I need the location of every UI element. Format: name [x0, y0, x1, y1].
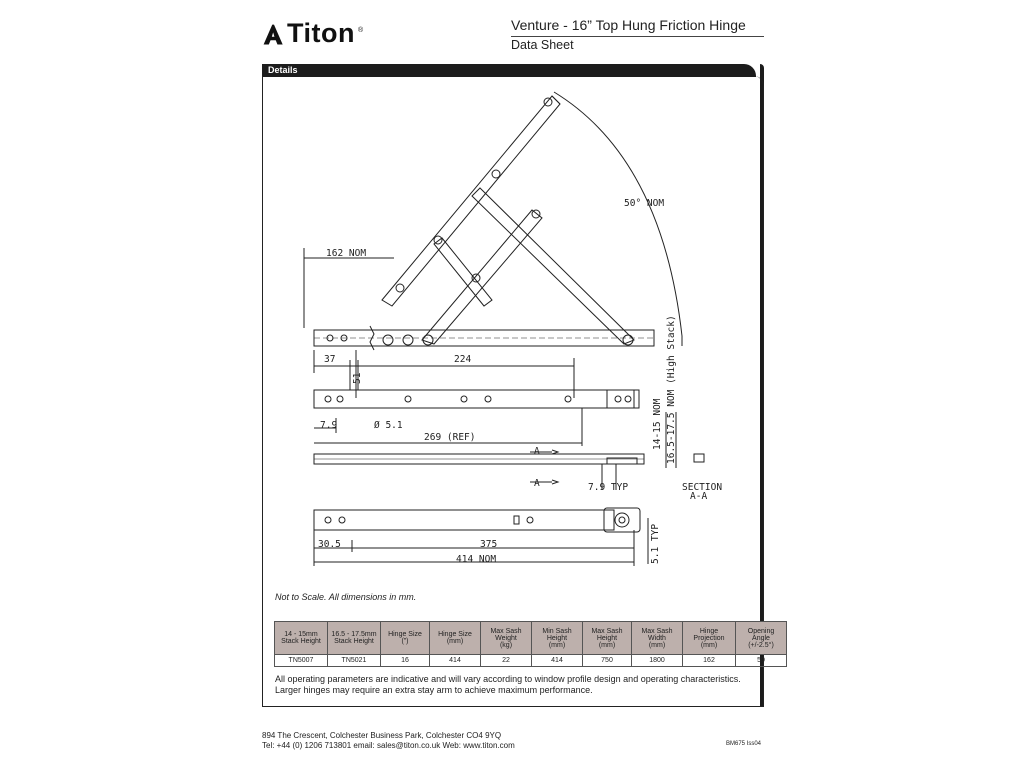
spec-table-cell: 1800	[631, 654, 683, 667]
title-rule	[511, 36, 764, 37]
footer-contact: Tel: +44 (0) 1206 713801 email: sales@ti…	[262, 741, 515, 750]
side-view-track	[313, 389, 635, 409]
registered-mark: ®	[358, 27, 364, 34]
spec-header-line: (mm)	[446, 638, 464, 645]
footer-address-block: 894 The Crescent, Colchester Business Pa…	[262, 731, 515, 751]
spec-table-cell: TN5021	[327, 654, 381, 667]
dim-269-ref: 269 (REF)	[424, 432, 475, 443]
spec-header-line: Opening	[747, 627, 775, 635]
document-reference: BM675 Iss04	[726, 741, 762, 747]
spec-header-line: (mm)	[648, 641, 666, 649]
hinge-technical-drawing: 162 NOM 50° NOM 37 224 51 7.9 Ø 5.1 269 …	[303, 91, 722, 566]
spec-table-cell: 16	[380, 654, 430, 667]
spec-header-line: (mm)	[598, 641, 616, 649]
spec-header-line: Stack Height	[281, 638, 321, 645]
titon-logo-icon	[263, 24, 283, 45]
spec-table-cell: 750	[582, 654, 632, 667]
footer-address: 894 The Crescent, Colchester Business Pa…	[262, 731, 502, 740]
spec-header-line: (kg)	[499, 641, 513, 649]
spec-header-line: Hinge Size	[438, 631, 472, 638]
spec-header-line: Max Sash	[490, 627, 522, 635]
dim-5-1-typ: 5.1 TYP	[650, 524, 661, 564]
bottom-view-track	[313, 509, 615, 531]
spec-header-line: Max Sash	[591, 627, 623, 635]
spec-header-cell: Hinge Size(”)	[380, 621, 430, 655]
spec-header-line: Angle	[752, 634, 770, 642]
spec-header-line: 16.5 - 17.5mm	[331, 631, 377, 638]
spec-table-cell: 22	[480, 654, 532, 667]
spec-header-line: Height	[546, 634, 568, 642]
spec-header-line: (+/-2.5°)	[748, 641, 774, 649]
dim-stack-high: 16.5-17.5 NOM (High Stack)	[666, 315, 677, 464]
details-section-bar	[262, 64, 756, 77]
section-marker-a-top: A	[534, 446, 540, 457]
dim-7-9-typ: 7.9 TYP	[588, 482, 628, 493]
details-section-label: Details	[268, 65, 298, 75]
dim-7-9: 7.9	[320, 420, 337, 431]
dim-30-5: 30.5	[318, 539, 341, 550]
spec-header-line: Weight	[495, 634, 517, 642]
scale-note: Not to Scale. All dimensions in mm.	[275, 592, 417, 602]
section-label: SECTION	[682, 482, 722, 493]
support-arm	[471, 187, 635, 345]
spec-header-line: Hinge Size	[388, 631, 422, 638]
spec-table-cell: 162	[682, 654, 736, 667]
section-marker-a-bottom: A	[534, 478, 540, 489]
spec-header-line: Max Sash	[641, 627, 673, 635]
spec-header-line: Stack Height	[334, 638, 374, 645]
dim-stack-standard: 14-15 NOM	[652, 398, 663, 450]
dim-37: 37	[324, 354, 335, 365]
document-subtitle: Data Sheet	[511, 38, 574, 52]
details-frame	[262, 76, 764, 707]
dim-414-nom: 414 NOM	[456, 554, 496, 565]
frame-right-edge	[760, 64, 764, 706]
dim-375: 375	[480, 539, 497, 550]
spec-header-line: Height	[596, 634, 618, 642]
spec-header-cell: Hinge Size(mm)	[429, 621, 481, 655]
brand-name: Titon	[287, 18, 355, 48]
spec-header-line: Width	[648, 634, 666, 642]
document-title: Venture - 16” Top Hung Friction Hinge	[511, 17, 746, 33]
spec-header-line: Hinge	[699, 627, 719, 635]
stay-arm	[421, 209, 543, 345]
disclaimer-text: All operating parameters are indicative …	[275, 674, 741, 695]
spec-header-line: (”)	[401, 638, 409, 645]
dim-angle: 50° NOM	[624, 198, 664, 209]
dim-dia-5-1: Ø 5.1	[374, 420, 403, 431]
spec-table-cell: 414	[531, 654, 583, 667]
spec-header-line: Projection	[693, 634, 725, 642]
spec-header-line: 14 - 15mm	[284, 631, 318, 638]
spec-header-line: (mm)	[548, 641, 566, 649]
dim-224: 224	[454, 354, 471, 365]
dim-162-nom: 162 NOM	[326, 248, 366, 259]
spec-header-line: Min Sash	[542, 627, 572, 635]
spec-table-cell: 50	[735, 654, 787, 667]
section-aa-label: A-A	[690, 491, 707, 502]
spec-header-line: (mm)	[700, 641, 718, 649]
dim-51: 51	[352, 372, 363, 384]
spec-table-cell: TN5007	[274, 654, 328, 667]
spec-table-cell: 414	[429, 654, 481, 667]
